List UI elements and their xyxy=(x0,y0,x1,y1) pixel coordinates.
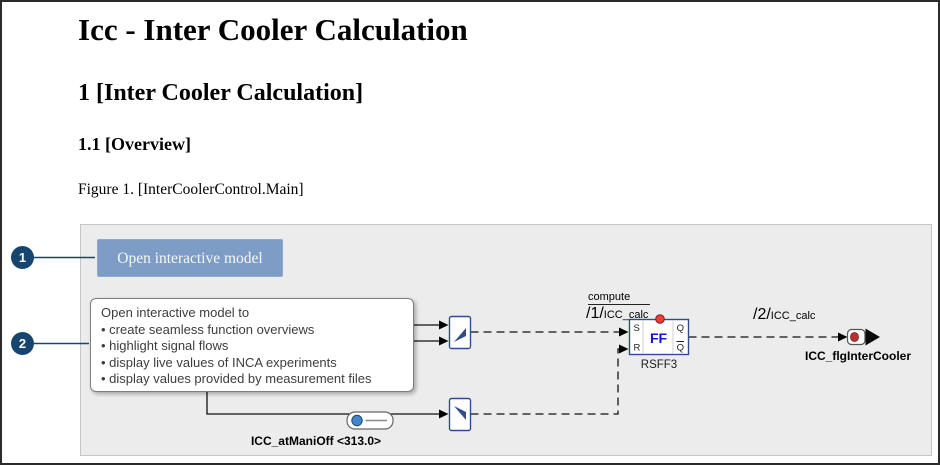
call2-label: /2/ICC_calc xyxy=(753,306,816,323)
document-content: Icc - Inter Cooler Calculation 1 [Inter … xyxy=(78,12,928,200)
callout-badge-1: 1 xyxy=(11,246,34,269)
tooltip-line: • display live values of INCA experiment… xyxy=(101,354,337,370)
section-heading: 1 [Inter Cooler Calculation] xyxy=(78,79,364,106)
callout-badge-2: 2 xyxy=(11,332,34,355)
output-signal-label: ICC_flgInterCooler xyxy=(804,349,911,363)
compute-label: compute xyxy=(588,291,650,305)
rsff3-name-label: RSFF3 xyxy=(640,359,678,371)
tooltip-line: • highlight signal flows xyxy=(101,338,229,353)
open-interactive-model-button[interactable]: Open interactive model xyxy=(97,239,283,277)
figure-caption: Figure 1. [InterCoolerControl.Main] xyxy=(78,180,304,198)
tooltip-box: Open interactive model to • create seaml… xyxy=(90,298,414,392)
tooltip-line: • display values provided by measurement… xyxy=(101,371,372,386)
tooltip-line: • create seamless function overviews xyxy=(101,321,315,337)
call1-label: /1/ICC_calc xyxy=(586,305,649,322)
tooltip-line: Open interactive model to xyxy=(101,305,250,320)
subsection-heading: 1.1 [Overview] xyxy=(78,134,191,155)
input-signal-label: ICC_atManiOff <313.0> xyxy=(250,434,382,448)
page-title: Icc - Inter Cooler Calculation xyxy=(78,12,468,47)
